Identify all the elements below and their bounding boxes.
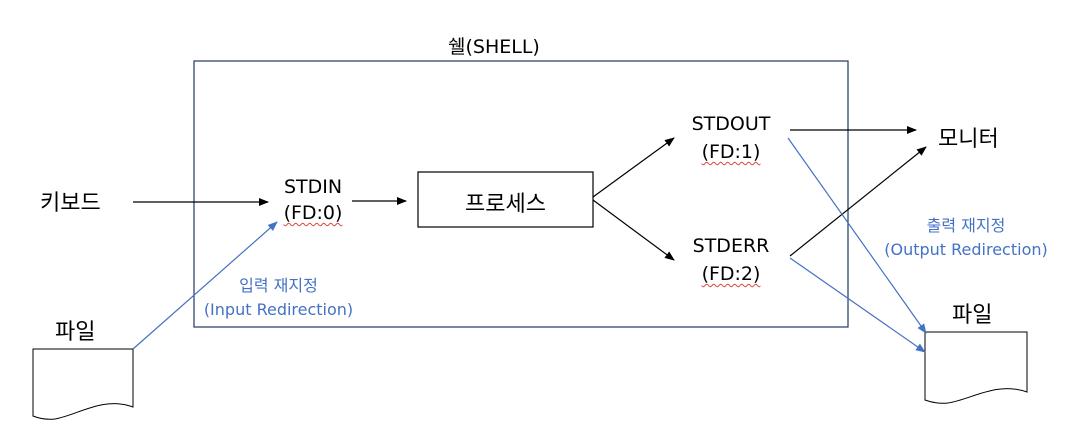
monitor-label: 모니터 (938, 127, 999, 152)
output-file-label: 파일 (952, 303, 993, 328)
stderr-name: STDERR (692, 235, 770, 257)
output-redirection-korean: 출력 재지정 (926, 216, 1006, 235)
input-file-label: 파일 (55, 320, 96, 345)
input-file-shape (32, 348, 134, 420)
arrow-stderr-redirection (789, 257, 926, 353)
arrow-input-redirection (132, 221, 278, 350)
shell-label: 쉘(SHELL) (448, 36, 540, 58)
process-box (417, 171, 594, 228)
arrow-stdout-redirection (787, 137, 927, 334)
input-redirection-english: (Input Redirection) (203, 300, 354, 319)
stdout-label: STDOUT (FD:1) (676, 110, 786, 166)
keyboard-label: 키보드 (40, 191, 101, 216)
stdout-fd: (FD:1) (701, 141, 761, 163)
stdout-name: STDOUT (691, 113, 771, 135)
arrow-stderr-to-monitor (789, 146, 927, 257)
stderr-fd: (FD:2) (701, 263, 761, 285)
output-redirection-note: 출력 재지정 (Output Redirection) (876, 214, 1056, 262)
stdin-label: STDIN (FD:0) (268, 174, 358, 226)
shell-box (193, 60, 849, 328)
stdin-fd: (FD:0) (283, 202, 343, 224)
process-label: 프로세스 (465, 192, 546, 217)
input-redirection-korean: 입력 재지정 (239, 276, 318, 295)
output-file-shape (924, 331, 1028, 404)
output-redirection-english: (Output Redirection) (884, 240, 1048, 259)
input-redirection-note: 입력 재지정 (Input Redirection) (196, 274, 361, 322)
stderr-label: STDERR (FD:2) (676, 232, 786, 288)
arrow-process-to-stdout (592, 137, 675, 198)
arrow-process-to-stderr (592, 199, 675, 261)
stdin-name: STDIN (283, 176, 343, 198)
